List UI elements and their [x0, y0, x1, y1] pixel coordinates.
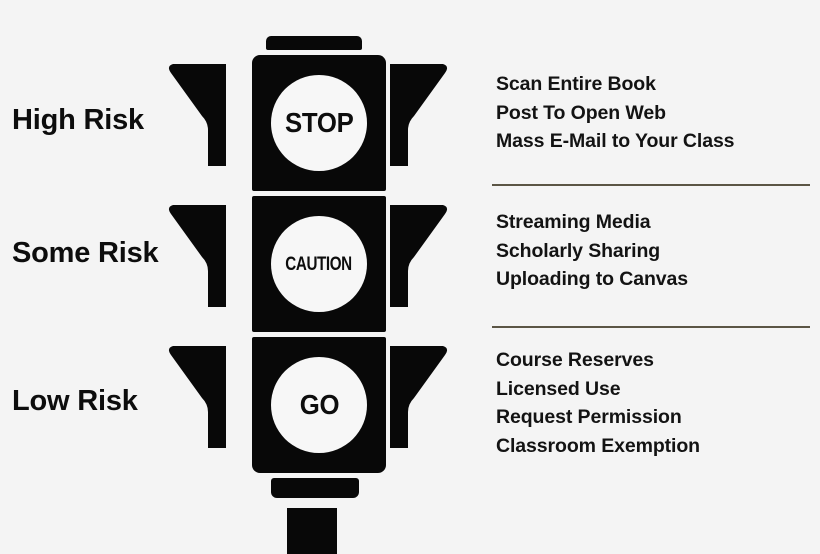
- light-housing-stop: STOP: [252, 55, 386, 191]
- visor-left-stop-icon: [168, 64, 226, 166]
- visor-right-caution-icon: [390, 205, 448, 307]
- activity-item: Scholarly Sharing: [496, 239, 661, 262]
- visor-left-go-icon: [168, 346, 226, 448]
- caution-lamp-label: CAUTION: [285, 253, 353, 275]
- visor-right-go-icon: [390, 346, 448, 448]
- activity-item: Scan Entire Book: [496, 73, 656, 95]
- activity-item: Uploading to Canvas: [496, 268, 689, 290]
- activity-list-high-risk: Scan Entire Book Post To Open Web Mass E…: [496, 70, 816, 156]
- visor-left-caution-icon: [168, 205, 226, 307]
- activity-item: Classroom Exemption: [496, 434, 700, 457]
- activity-item: Request Permission: [496, 406, 682, 428]
- activity-item: Post To Open Web: [496, 101, 666, 124]
- traffic-light-base-bar: [271, 478, 359, 498]
- light-housing-caution: CAUTION: [252, 196, 386, 332]
- activity-item: Course Reserves: [496, 349, 654, 371]
- light-housing-go: GO: [252, 337, 386, 473]
- activity-list-low-risk: Course Reserves Licensed Use Request Per…: [496, 346, 816, 460]
- list-divider: [492, 326, 810, 328]
- go-lamp-label: GO: [299, 389, 339, 420]
- stop-lamp-label: STOP: [284, 107, 354, 138]
- list-divider: [492, 184, 810, 186]
- caution-lamp-icon: CAUTION: [271, 216, 367, 312]
- risk-level-label-high: High Risk: [12, 104, 144, 136]
- stop-lamp-icon: STOP: [271, 75, 367, 171]
- activity-list-some-risk: Streaming Media Scholarly Sharing Upload…: [496, 208, 816, 294]
- traffic-light-top-cap: [266, 36, 362, 50]
- visor-right-stop-icon: [390, 64, 448, 166]
- traffic-light-pole: [287, 508, 337, 554]
- traffic-light-graphic: STOP CAUTION: [168, 36, 473, 554]
- activity-item: Licensed Use: [496, 377, 621, 400]
- risk-level-label-some: Some Risk: [12, 237, 159, 269]
- activity-item: Streaming Media: [496, 211, 651, 233]
- go-lamp-icon: GO: [271, 357, 367, 453]
- risk-level-label-low: Low Risk: [12, 385, 138, 417]
- activity-item: Mass E-Mail to Your Class: [496, 130, 735, 152]
